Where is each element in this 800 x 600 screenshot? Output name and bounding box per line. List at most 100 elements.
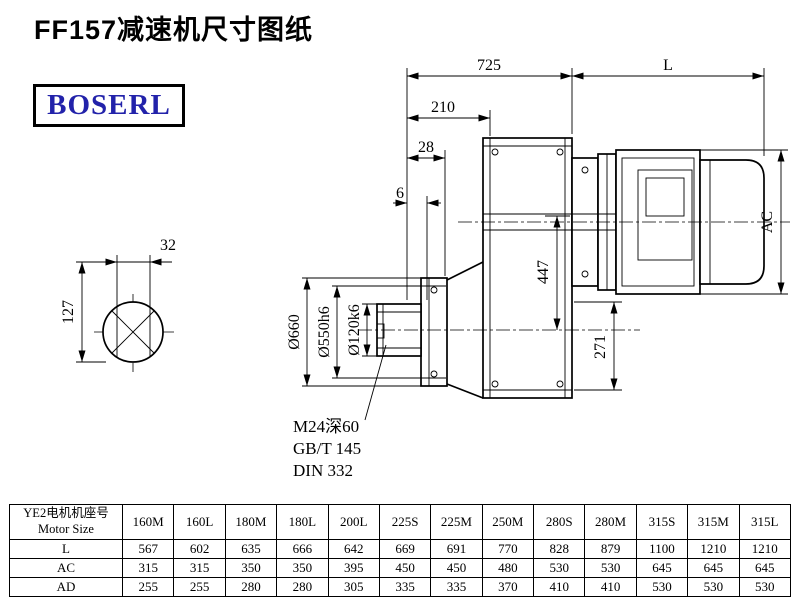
table-cell: 255 xyxy=(121,577,175,597)
centerlines xyxy=(358,221,790,331)
dim-210-label: 210 xyxy=(431,99,455,116)
table-cell: 645 xyxy=(687,558,740,578)
table-cell: 1210 xyxy=(687,539,740,559)
table-cell: 645 xyxy=(738,558,791,578)
column-header-160L: 160L xyxy=(173,504,226,540)
column-header-225M: 225M xyxy=(430,504,483,540)
dim-127-label: 127 xyxy=(60,300,77,324)
table-cell: 335 xyxy=(430,577,483,597)
table-cell: 666 xyxy=(276,539,329,559)
dim-28-label: 28 xyxy=(418,139,434,156)
table-cell: 1210 xyxy=(738,539,791,559)
dim-271-label: 271 xyxy=(592,335,609,359)
table-cell: 530 xyxy=(738,577,791,597)
dim-550: Ø550h6 xyxy=(316,285,446,379)
row-label-AD: AD xyxy=(9,577,123,597)
dim-127: 127 xyxy=(60,261,117,363)
row-label-AC: AC xyxy=(9,558,123,578)
dim-28: 28 xyxy=(407,139,446,276)
table-cell: 1100 xyxy=(635,539,689,559)
table-cell: 450 xyxy=(430,558,483,578)
table-cell: 828 xyxy=(532,539,586,559)
page-title: FF157减速机尺寸图纸 xyxy=(34,15,314,45)
dim-210: 210 xyxy=(407,99,491,136)
brand-logo: BOSERL xyxy=(33,84,185,127)
table-cell: 691 xyxy=(430,539,483,559)
table-cell: 255 xyxy=(173,577,226,597)
table-cell: 645 xyxy=(635,558,689,578)
dim-271: 271 xyxy=(574,301,622,391)
table-cell: 410 xyxy=(584,577,637,597)
table-cell: 450 xyxy=(378,558,432,578)
table-cell: 350 xyxy=(276,558,329,578)
table-cell: 770 xyxy=(481,539,535,559)
dim-L: L xyxy=(572,57,765,156)
row-label-L: L xyxy=(9,539,123,559)
table-cell: 567 xyxy=(121,539,175,559)
table-cell: 410 xyxy=(532,577,586,597)
dim-120: Ø120k6 xyxy=(346,303,380,357)
dim-32: 32 xyxy=(95,237,176,266)
table-cell: 280 xyxy=(224,577,278,597)
table-corner-header: YE2电机机座号 Motor Size xyxy=(9,504,123,540)
dim-6: 6 xyxy=(393,185,441,300)
table-cell: 480 xyxy=(481,558,535,578)
dim-660: Ø660 xyxy=(286,277,446,387)
table-cell: 530 xyxy=(687,577,740,597)
column-header-315M: 315M xyxy=(687,504,740,540)
column-header-315S: 315S xyxy=(635,504,689,540)
table-cell: 642 xyxy=(327,539,380,559)
dim-AC-label: AC xyxy=(759,211,776,233)
shaft-end-view xyxy=(94,255,174,372)
center-tap-hole xyxy=(376,323,385,339)
table-cell: 315 xyxy=(173,558,226,578)
corner-header-cn: YE2电机机座号 xyxy=(23,506,109,521)
table-cell: 879 xyxy=(584,539,637,559)
dim-447: 447 xyxy=(535,215,570,330)
column-header-250M: 250M xyxy=(481,504,535,540)
dim-725-label: 725 xyxy=(477,57,501,74)
note-thread: M24深60 xyxy=(293,417,359,436)
column-header-315L: 315L xyxy=(738,504,791,540)
leader-line xyxy=(364,344,387,421)
column-header-280M: 280M xyxy=(584,504,637,540)
table-cell: 669 xyxy=(378,539,432,559)
table-cell: 530 xyxy=(532,558,586,578)
corner-header-en: Motor Size xyxy=(38,522,94,536)
table-cell: 350 xyxy=(224,558,278,578)
dim-447-label: 447 xyxy=(535,260,552,284)
brand-logo-text: BOSERL xyxy=(47,89,171,121)
dim-6-label: 6 xyxy=(396,185,404,202)
fan-cowl xyxy=(699,159,765,285)
note-din: DIN 332 xyxy=(293,461,353,480)
dim-AC: AC xyxy=(700,149,788,295)
column-header-180M: 180M xyxy=(224,504,278,540)
column-header-160M: 160M xyxy=(121,504,175,540)
column-header-225S: 225S xyxy=(378,504,432,540)
table-cell: 635 xyxy=(224,539,278,559)
dim-660-label: Ø660 xyxy=(286,314,303,350)
table-cell: 530 xyxy=(584,558,637,578)
table-cell: 280 xyxy=(276,577,329,597)
dim-120-label: Ø120k6 xyxy=(346,304,363,356)
table-cell: 335 xyxy=(378,577,432,597)
dim-32-label: 32 xyxy=(160,237,176,254)
table-cell: 315 xyxy=(121,558,175,578)
table-cell: 395 xyxy=(327,558,380,578)
table-cell: 602 xyxy=(173,539,226,559)
column-header-180L: 180L xyxy=(276,504,329,540)
note-gb: GB/T 145 xyxy=(293,439,361,458)
table-cell: 305 xyxy=(327,577,380,597)
gearbox-housing xyxy=(482,137,573,399)
column-header-280S: 280S xyxy=(532,504,586,540)
shaft-notes: M24深60 GB/T 145 DIN 332 xyxy=(293,417,361,480)
table-cell: 370 xyxy=(481,577,535,597)
